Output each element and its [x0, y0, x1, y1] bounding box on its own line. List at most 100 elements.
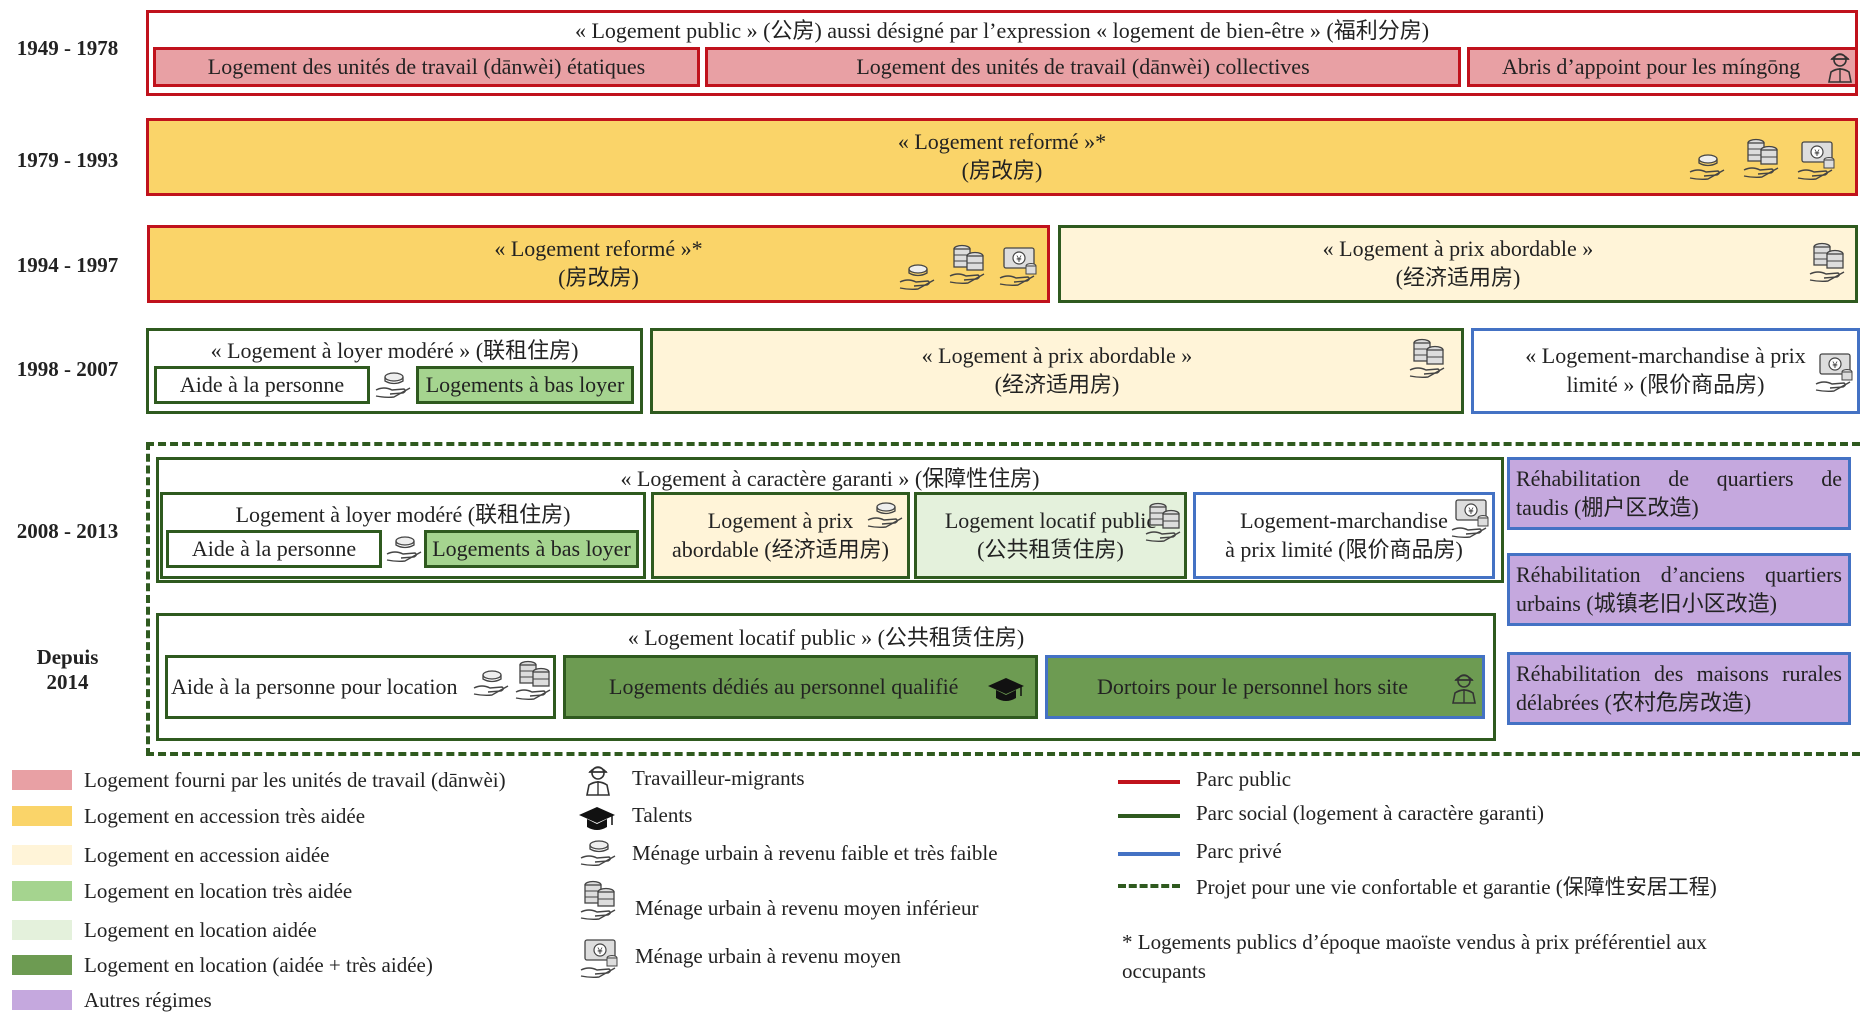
moderate-rent-block	[160, 492, 646, 579]
limited-price-label: Logement-marchandise	[1240, 507, 1448, 533]
legend-swatch	[12, 770, 72, 790]
worker-icon	[1452, 674, 1476, 704]
legend-line-dashed	[1118, 884, 1180, 888]
period-label: 2008 - 2013	[16, 519, 119, 543]
offsite-staff-dormitories: Dortoirs pour le personnel hors site	[1045, 655, 1485, 719]
period-label: 1979 - 1993	[16, 148, 119, 172]
slum-rehabilitation: Réhabilitation de quartiers de taudis (棚…	[1507, 457, 1851, 530]
rehab-label: Réhabilitation de quartiers de	[1516, 465, 1842, 491]
legend-label: Projet pour une vie confortable et garan…	[1196, 875, 1717, 899]
rural-house-rehabilitation: Réhabilitation des maisons rurales délab…	[1507, 652, 1851, 725]
period-label: 1949 - 1978	[16, 36, 119, 60]
affordable-housing-chinese: (经济适用房)	[994, 372, 1120, 397]
skilled-staff-housing: Logements dédiés au personnel qualifié	[563, 655, 1038, 719]
legend-line-red	[1118, 780, 1180, 784]
limited-price-chinese: limité » (限价商品房)	[1566, 372, 1765, 397]
low-rent-housing: Logements à bas loyer	[424, 530, 639, 568]
public-rental-block	[156, 613, 1496, 741]
guaranteed-housing-title: « Logement à caractère garanti » (保障性住房)	[620, 466, 1040, 491]
affordable-housing-label: « Logement à prix abordable »	[1322, 236, 1594, 262]
banknote-hand-icon	[580, 939, 618, 979]
low-rent-housing: Logements à bas loyer	[416, 366, 634, 404]
legend-label: Parc public	[1196, 767, 1292, 791]
coin-stack-hand-icon	[515, 660, 551, 701]
banknote-hand-icon	[1815, 353, 1853, 393]
legend-label: Ménage urbain à revenu moyen	[635, 944, 901, 968]
coin-hand-icon	[580, 840, 616, 867]
public-rental-chinese: (公共租赁住房)	[977, 536, 1124, 562]
affordable-housing-chinese: abordable (经济适用房)	[672, 536, 889, 562]
limited-price-label: « Logement-marchandise à prix	[1525, 343, 1806, 369]
moderate-rent-title: Logement à loyer modéré (联租住房)	[235, 502, 571, 527]
legend-swatch	[12, 990, 72, 1010]
legend-label: Logement en location très aidée	[84, 879, 353, 903]
coin-hand-icon	[386, 536, 422, 563]
banknote-hand-icon	[999, 247, 1037, 287]
limited-price-chinese: à prix limité (限价商品房)	[1225, 536, 1463, 562]
legend-label: Logement en location (aidée + très aidée…	[84, 953, 433, 977]
worker-icon	[1828, 53, 1852, 83]
legend-label: Travailleur-migrants	[632, 766, 805, 790]
limited-price-market-housing: « Logement-marchandise à prix limité » (…	[1471, 328, 1860, 414]
guaranteed-housing-block	[156, 457, 1504, 583]
period-label: 1994 - 1997	[16, 253, 119, 277]
coin-stack-hand-icon	[1145, 502, 1181, 543]
period-label: 1998 - 2007	[16, 357, 119, 381]
rehab-label: Réhabilitation des maisons rurales	[1516, 660, 1842, 686]
legend-label: Logement en accession très aidée	[84, 804, 366, 828]
banknote-hand-icon	[1451, 499, 1489, 539]
public-rental-label: Logement locatif public	[944, 507, 1157, 533]
legend-line-green	[1118, 814, 1180, 818]
affordable-housing-label: « Logement à prix abordable »	[921, 343, 1193, 369]
worker-icon	[586, 766, 610, 796]
old-urban-rehabilitation: Réhabilitation d’anciens quartiers urbai…	[1507, 553, 1851, 626]
coin-hand-icon	[1689, 154, 1725, 181]
coin-stack-hand-icon	[1409, 338, 1445, 379]
rehab-chinese: délabrées (农村危房改造)	[1516, 689, 1752, 715]
affordable-housing: « Logement à prix abordable » (经济适用房)	[650, 328, 1464, 414]
affordable-housing: « Logement à prix abordable » (经济适用房)	[1058, 225, 1858, 303]
legend-label: Parc social (logement à caractère garant…	[1196, 801, 1545, 825]
reformed-housing-chinese: (房改房)	[558, 265, 639, 290]
legend-swatch	[12, 920, 72, 940]
migrant-shelters: Abris d’appoint pour les míngōng	[1467, 47, 1858, 87]
legend-line-blue	[1118, 852, 1180, 856]
coin-hand-icon	[899, 264, 935, 291]
legend-label: Logement fourni par les unités de travai…	[84, 768, 506, 792]
legend-label: Logement en accession aidée	[84, 843, 330, 867]
coin-stack-hand-icon	[580, 880, 616, 921]
reformed-housing-label: « Logement reformé »*	[897, 129, 1107, 155]
legend-label: Logement en location aidée	[84, 918, 317, 942]
reformed-housing: « Logement reformé »* (房改房)	[146, 118, 1858, 196]
reformed-housing-chinese: (房改房)	[961, 158, 1043, 183]
danwei-state-housing: Logement des unités de travail (dānwèi) …	[153, 47, 700, 87]
graduation-cap-icon	[579, 806, 616, 831]
footnote-continued: occupants	[1122, 959, 1206, 983]
legend-label: Ménage urbain à revenu moyen inférieur	[635, 896, 979, 920]
legend-label: Parc privé	[1196, 839, 1282, 863]
moderate-rent-title: « Logement à loyer modéré » (联租住房)	[210, 338, 579, 363]
legend-label: Autres régimes	[84, 988, 212, 1012]
banknote-hand-icon	[1797, 141, 1835, 181]
public-housing-title: « Logement public » (公房) aussi désigné p…	[574, 18, 1430, 43]
moderate-rent-block	[146, 328, 643, 414]
coin-stack-hand-icon	[1743, 138, 1779, 179]
footnote: * Logements publics d’époque maoïste ven…	[1122, 930, 1707, 954]
legend-label: Talents	[632, 803, 693, 827]
legend-swatch	[12, 845, 72, 865]
affordable-housing-label: Logement à prix	[707, 507, 854, 533]
rehab-chinese: urbains (城镇老旧小区改造)	[1516, 590, 1777, 616]
legend-swatch	[12, 806, 72, 826]
coin-hand-icon	[867, 502, 903, 529]
coin-stack-hand-icon	[1809, 242, 1845, 283]
rental-personal-aid: Aide à la personne pour location	[165, 655, 556, 719]
legend-label: Ménage urbain à revenu faible et très fa…	[632, 841, 998, 865]
reformed-housing-label: « Logement reformé »*	[494, 236, 703, 262]
public-rental-housing: Logement locatif public (公共租赁住房)	[914, 492, 1187, 579]
legend-swatch	[12, 955, 72, 975]
coin-hand-icon	[375, 372, 411, 399]
affordable-housing-chinese: (经济适用房)	[1395, 265, 1521, 290]
comfortable-life-project-frame	[146, 442, 1860, 756]
rehab-label: Réhabilitation d’anciens quartiers	[1516, 561, 1842, 587]
